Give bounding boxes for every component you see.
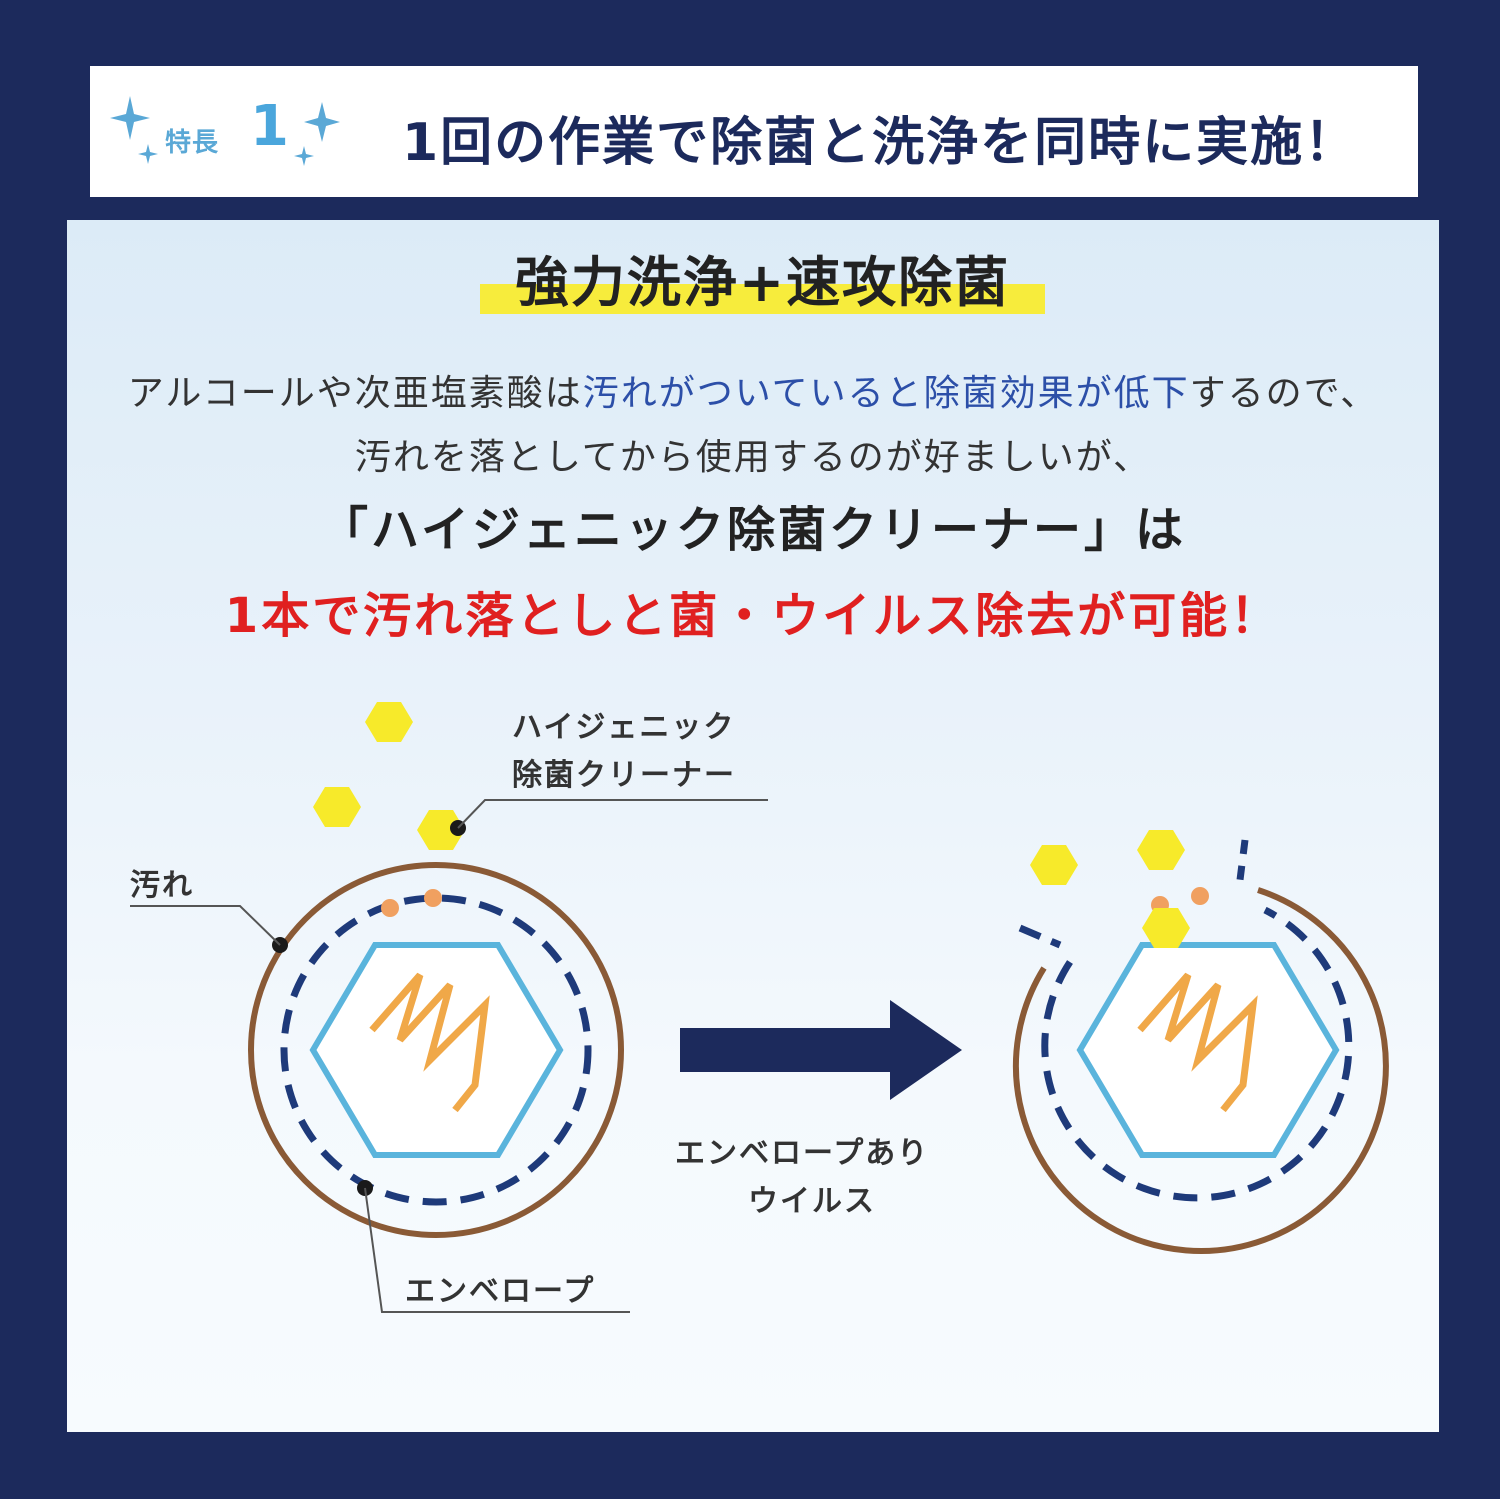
broken-envelope-ring xyxy=(1041,906,1353,1202)
body-line-2: 汚れを落としてから使用するのが好ましいが、 xyxy=(354,437,1152,478)
dirt-dot xyxy=(424,889,442,907)
subtitle-block: 強力洗浄+速攻除菌 xyxy=(480,238,1045,318)
cleaner-particle xyxy=(365,702,413,742)
feature-number: 1 xyxy=(250,94,289,159)
header-banner: 特長 1 1回の作業で除菌と洗浄を同時に実施！ xyxy=(90,66,1418,197)
body-line-4: 1本で汚れ落としと菌・ウイルス除去が可能！ xyxy=(224,588,1282,644)
envelope-fragment xyxy=(1018,924,1062,949)
broken-dirt-ring xyxy=(1012,887,1389,1254)
virus-label-2: ウイルス xyxy=(748,1184,876,1219)
cleaner-particle xyxy=(313,787,361,827)
cleaner-particle xyxy=(1142,908,1190,948)
subtitle: 強力洗浄+速攻除菌 xyxy=(514,251,1011,314)
dirt-dot xyxy=(381,899,399,917)
cleaner-label-2: 除菌クリーナー xyxy=(512,758,736,793)
body-line-3: 「ハイジェニック除菌クリーナー」は xyxy=(319,502,1187,558)
envelope-label: エンベロープ xyxy=(405,1274,596,1309)
genome-zigzag xyxy=(369,972,490,1113)
cleaner-particle xyxy=(1137,830,1185,870)
sparkle-icon xyxy=(110,96,340,166)
cleaner-particle xyxy=(1030,845,1078,885)
subtitle-highlight xyxy=(480,284,1045,314)
virus-label-1: エンベロープあり xyxy=(675,1136,930,1171)
feature-label: 特長 xyxy=(165,128,220,158)
dirt-dot xyxy=(1191,887,1209,905)
content-panel xyxy=(67,220,1439,1432)
genome-zigzag xyxy=(1137,972,1258,1113)
leader-line-dirt xyxy=(130,905,281,946)
body-line-1-a: アルコールや次亜塩素酸は xyxy=(127,373,583,414)
dirt-label: 汚れ xyxy=(130,868,194,903)
leader-line-envelope xyxy=(364,1187,630,1313)
body-line-1-c: するので、 xyxy=(1189,373,1379,414)
cleaner-particle xyxy=(417,810,465,850)
envelope-fragment xyxy=(1236,839,1249,881)
dirt-ring xyxy=(248,862,624,1238)
cleaner-label-1: ハイジェニック xyxy=(512,710,736,745)
headline: 1回の作業で除菌と洗浄を同時に実施！ xyxy=(402,113,1359,173)
process-arrow xyxy=(680,1000,962,1100)
body-line-1: アルコールや次亜塩素酸は汚れがついていると除菌効果が低下するので、 xyxy=(67,364,1439,416)
leader-line-cleaner xyxy=(457,799,768,829)
body-line-1-highlight: 汚れがついていると除菌効果が低下 xyxy=(582,373,1190,414)
envelope-ring xyxy=(280,894,592,1206)
